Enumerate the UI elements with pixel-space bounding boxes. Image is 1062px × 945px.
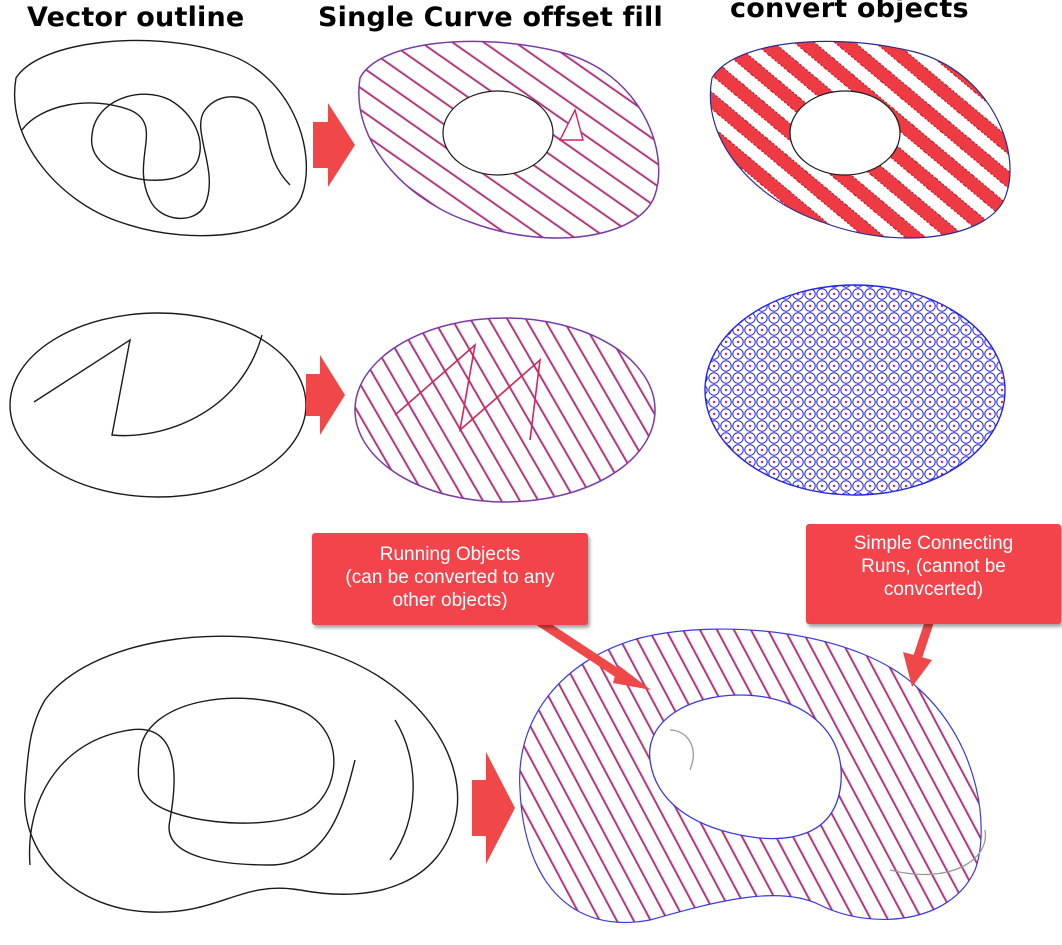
vector-outline-1: [13, 39, 308, 237]
callout-running-objects: Running Objects (can be converted to any…: [312, 533, 588, 625]
right-arrow-icon: [472, 752, 515, 864]
heading-offset-fill: Single Curve offset fill: [318, 2, 663, 33]
offset-fill-2: [354, 317, 656, 503]
callout-simple-connecting-runs: Simple Connecting Runs, (cannot be convc…: [806, 524, 1061, 624]
callout-simple-line-2: Runs, (cannot be: [861, 556, 1006, 577]
right-arrow-icon: [313, 103, 355, 187]
callout-running-line-1: Running Objects: [379, 544, 521, 565]
offset-fill-1: [358, 40, 660, 239]
callout-running-line-2: (can be converted to any: [345, 567, 555, 588]
converted-objects-1: [709, 40, 1011, 239]
right-arrow-icon: [306, 355, 345, 435]
heading-convert-objects: convert objects: [730, 0, 969, 24]
callout-pointer-arrow: [535, 617, 651, 690]
callout-pointer-arrow: [903, 615, 935, 687]
callout-simple-line-3: convcerted): [883, 579, 984, 600]
vector-outline-3: [24, 635, 459, 913]
callout-simple-line-1: Simple Connecting: [853, 533, 1014, 554]
heading-vector-outline: Vector outline: [27, 2, 245, 33]
converted-objects-2: [704, 284, 1006, 496]
offset-fill-3: [519, 628, 986, 924]
vector-outline-2: [9, 312, 307, 498]
callout-running-line-3: other objects): [392, 590, 508, 611]
